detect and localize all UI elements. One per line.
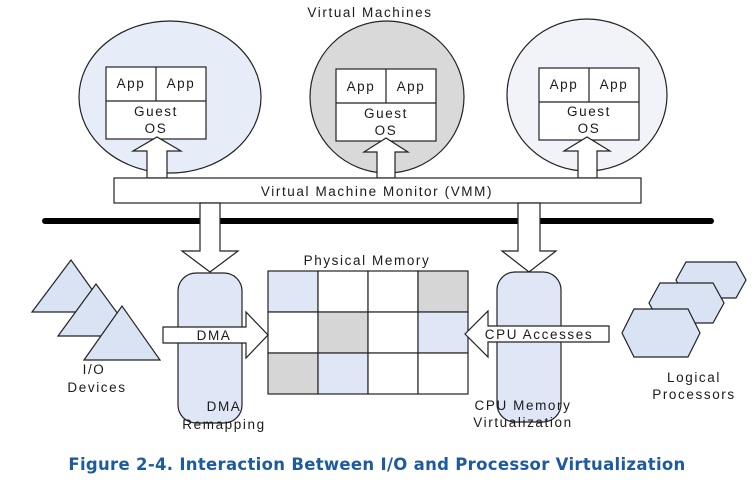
dma-remapping-label-line1: DMA	[207, 399, 242, 414]
vm-2-os: OS	[375, 123, 398, 138]
figure-caption: Figure 2-4. Interaction Between I/O and …	[68, 455, 685, 474]
memory-cell	[317, 270, 369, 313]
io-device-3	[82, 304, 162, 361]
dma-remapping-label-line2: Remapping	[182, 417, 265, 432]
vm-1-app-2: App	[167, 76, 196, 91]
logical-processors-label-line2: Processors	[652, 387, 736, 402]
cpu-memory-unit	[496, 271, 562, 423]
physical-memory-grid	[267, 270, 469, 395]
cpu-accesses-arrow	[464, 309, 610, 359]
physical-memory-label: Physical Memory	[304, 253, 431, 268]
vmm-to-cpu-memory-arrow	[500, 202, 558, 273]
cpu-memory-label-line1: CPU Memory	[474, 398, 571, 413]
io-devices-label-line2: Devices	[67, 380, 126, 395]
logical-processors-group	[621, 261, 747, 358]
io-devices-group	[30, 258, 162, 361]
memory-cell	[317, 352, 369, 395]
memory-cell	[267, 311, 319, 354]
dma-label: DMA	[197, 328, 232, 343]
dma-remapping-unit	[177, 272, 243, 424]
vmm-to-dma-remapping-arrow	[180, 202, 240, 273]
virtual-machine-2: App App Guest OS	[309, 20, 465, 174]
vmm-label: Virtual Machine Monitor (VMM)	[261, 184, 493, 199]
logical-processor-3	[621, 308, 701, 358]
vm-3-guest: Guest	[567, 104, 611, 119]
vmm-to-vm-1-arrow	[130, 136, 184, 179]
memory-cell	[267, 270, 319, 313]
vmm-to-vm-2-arrow	[361, 137, 411, 179]
virtual-machines-title: Virtual Machines	[307, 5, 432, 20]
cpu-memory-label-line2: Virtualization	[473, 415, 572, 430]
vmm-to-vm-3-arrow	[561, 136, 613, 179]
memory-cell	[317, 311, 369, 354]
memory-cell	[367, 270, 419, 313]
memory-cell	[267, 352, 319, 395]
vm-3-app-2: App	[600, 77, 629, 92]
vm-2-app-1: App	[347, 79, 376, 94]
vmm-box	[113, 177, 642, 204]
vm-2-guest: Guest	[364, 106, 408, 121]
virtual-machine-3: App App Guest OS	[506, 18, 668, 172]
vm-1-guest: Guest	[134, 104, 178, 119]
vm-3-os: OS	[578, 121, 601, 136]
vm-2-app-2: App	[397, 79, 426, 94]
cpu-accesses-label: CPU Accesses	[485, 327, 593, 342]
dma-arrow	[162, 310, 269, 360]
memory-cell	[417, 270, 469, 313]
virtual-machine-1: App App Guest OS	[78, 20, 262, 174]
memory-cell	[417, 352, 469, 395]
logical-processors-label-line1: Logical	[667, 370, 721, 385]
vm-3-app-1: App	[550, 77, 579, 92]
vm-1-os: OS	[145, 121, 168, 136]
memory-cell	[367, 311, 419, 354]
vm-1-app-1: App	[117, 76, 146, 91]
io-devices-label-line1: I/O	[83, 362, 106, 377]
memory-cell	[417, 311, 469, 354]
memory-cell	[367, 352, 419, 395]
